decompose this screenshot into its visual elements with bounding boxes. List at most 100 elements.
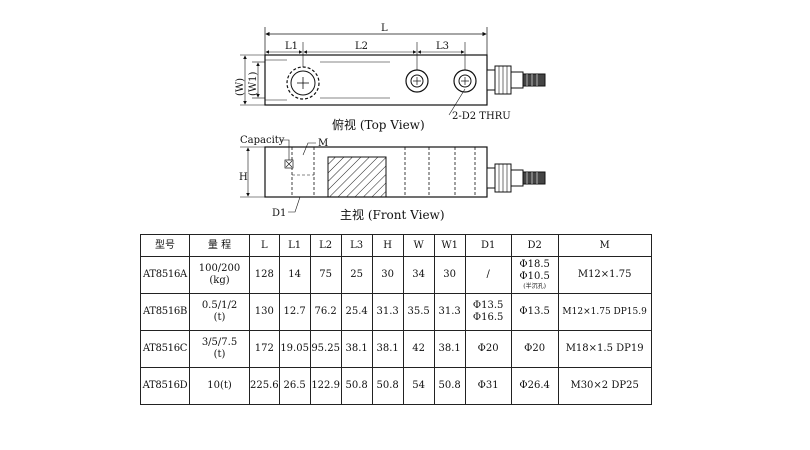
d1-value: Φ31 bbox=[477, 380, 499, 391]
cell-l1: 14 bbox=[278, 256, 311, 294]
cell-d1: Φ20 bbox=[464, 330, 512, 368]
cell-d1: / bbox=[464, 256, 512, 294]
d2-note: (半沉孔) bbox=[523, 283, 546, 290]
m-thread-hole bbox=[286, 66, 320, 100]
d2-value: Φ18.5 bbox=[519, 259, 550, 270]
dim-label-h: H bbox=[239, 172, 248, 183]
cell-model: AT8516D bbox=[140, 367, 190, 405]
cell-range: 10(t) bbox=[189, 367, 250, 405]
cell-model: AT8516A bbox=[140, 256, 190, 294]
cell-w: 34 bbox=[402, 256, 435, 294]
cell-h: 38.1 bbox=[371, 330, 404, 368]
cell-l: 225.6 bbox=[249, 367, 280, 405]
d2-value: Φ13.5 bbox=[519, 306, 550, 317]
capacity-label: Capacity bbox=[240, 135, 285, 146]
cell-m: M18×1.5 DP19 bbox=[557, 330, 652, 368]
cell-l2: 122.9 bbox=[309, 367, 342, 405]
cell-d2: Φ13.5 bbox=[510, 293, 559, 331]
header-h: H bbox=[371, 234, 404, 257]
cell-range: 3/5/7.5 (t) bbox=[189, 330, 250, 368]
cell-l2: 75 bbox=[309, 256, 342, 294]
cell-w1: 31.3 bbox=[433, 293, 466, 331]
cell-d1: Φ13.5 Φ16.5 bbox=[464, 293, 512, 331]
dim-label-l3: L3 bbox=[436, 41, 449, 52]
cell-w1: 38.1 bbox=[433, 330, 466, 368]
cell-d2: Φ20 bbox=[510, 330, 559, 368]
cell-range: 0.5/1/2 (t) bbox=[189, 293, 250, 331]
d1-value: Φ16.5 bbox=[472, 312, 504, 323]
spec-header-row: 型号 量 程 L L1 L2 L3 H W W1 D1 D2 M bbox=[140, 234, 652, 257]
header-l3: L3 bbox=[340, 234, 373, 257]
d2-hole-1 bbox=[405, 69, 429, 93]
header-l: L bbox=[249, 234, 280, 257]
cell-l: 128 bbox=[249, 256, 280, 294]
cable-connector-top bbox=[486, 65, 546, 95]
header-model: 型号 bbox=[140, 234, 190, 257]
dim-label-l1: L1 bbox=[285, 41, 298, 52]
header-l2: L2 bbox=[309, 234, 342, 257]
table-row: AT8516D 10(t) 225.6 26.5 122.9 50.8 50.8… bbox=[140, 367, 652, 405]
cell-m: M30×2 DP25 bbox=[557, 367, 652, 405]
dim-label-w: (W) bbox=[235, 78, 246, 96]
dim-label-w1: (W1) bbox=[248, 71, 259, 96]
cell-range: 100/200 (kg) bbox=[189, 256, 250, 294]
cell-w: 54 bbox=[402, 367, 435, 405]
range-line: 0.5/1/2 bbox=[201, 300, 238, 311]
cell-l2: 95.25 bbox=[309, 330, 342, 368]
header-w: W bbox=[402, 234, 435, 257]
table-row: AT8516C 3/5/7.5 (t) 172 19.05 95.25 38.1… bbox=[140, 330, 652, 368]
d1-value: Φ20 bbox=[477, 343, 499, 354]
cell-w: 35.5 bbox=[402, 293, 435, 331]
load-cell-drawing: L L1 L2 L3 (W) (W1) 2-D2 THRU 俯视 (Top Vi… bbox=[235, 23, 546, 222]
top-view-caption: 俯视 (Top View) bbox=[332, 117, 425, 132]
d2-value: Φ20 bbox=[524, 343, 546, 354]
cell-w1: 30 bbox=[433, 256, 466, 294]
front-view-caption: 主视 (Front View) bbox=[340, 207, 445, 222]
cell-model: AT8516B bbox=[140, 293, 190, 331]
header-m: M bbox=[557, 234, 652, 257]
cell-l1: 19.05 bbox=[278, 330, 311, 368]
cell-l2: 76.2 bbox=[309, 293, 342, 331]
cell-h: 31.3 bbox=[371, 293, 404, 331]
m-label: M bbox=[318, 138, 328, 149]
header-w1: W1 bbox=[433, 234, 466, 257]
range-line: 10(t) bbox=[207, 380, 232, 391]
header-l1: L1 bbox=[278, 234, 311, 257]
front-view: H Capacity M D1 主视 (Front View) bbox=[239, 135, 546, 222]
spec-table: 型号 量 程 L L1 L2 L3 H W W1 D1 D2 M AT8516A… bbox=[140, 234, 652, 405]
cell-w1: 50.8 bbox=[433, 367, 466, 405]
cell-l3: 50.8 bbox=[340, 367, 373, 405]
cell-w: 42 bbox=[402, 330, 435, 368]
d2-value: Φ26.4 bbox=[519, 380, 550, 391]
cell-l3: 25.4 bbox=[340, 293, 373, 331]
cell-d1: Φ31 bbox=[464, 367, 512, 405]
dim-label-l2: L2 bbox=[355, 41, 368, 52]
cell-model: AT8516C bbox=[140, 330, 190, 368]
header-d1: D1 bbox=[464, 234, 512, 257]
dim-label-l: L bbox=[381, 23, 388, 34]
cell-m: M12×1.75 DP15.9 bbox=[557, 293, 652, 331]
d1-label: D1 bbox=[272, 208, 286, 219]
cell-m: M12×1.75 bbox=[557, 256, 652, 294]
cell-l3: 25 bbox=[340, 256, 373, 294]
cell-h: 50.8 bbox=[371, 367, 404, 405]
cell-d2: Φ26.4 bbox=[510, 367, 559, 405]
d2-thru-label: 2-D2 THRU bbox=[452, 111, 511, 122]
cell-l1: 26.5 bbox=[278, 367, 311, 405]
cell-l1: 12.7 bbox=[278, 293, 311, 331]
cell-l: 172 bbox=[249, 330, 280, 368]
header-range: 量 程 bbox=[189, 234, 250, 257]
cell-l3: 38.1 bbox=[340, 330, 373, 368]
cell-h: 30 bbox=[371, 256, 404, 294]
table-row: AT8516B 0.5/1/2 (t) 130 12.7 76.2 25.4 3… bbox=[140, 293, 652, 331]
d2-hole-2 bbox=[453, 69, 477, 93]
top-view: L L1 L2 L3 (W) (W1) 2-D2 THRU 俯视 (Top Vi… bbox=[235, 23, 546, 132]
d1-value: Φ13.5 bbox=[472, 300, 504, 311]
header-d2: D2 bbox=[510, 234, 559, 257]
range-unit: (t) bbox=[213, 349, 226, 360]
range-unit: (t) bbox=[213, 312, 226, 323]
cell-d2: Φ18.5 Φ10.5 (半沉孔) bbox=[510, 256, 559, 294]
range-line: 100/200 bbox=[198, 263, 241, 274]
range-unit: (kg) bbox=[209, 275, 230, 286]
d1-value: / bbox=[486, 269, 490, 280]
